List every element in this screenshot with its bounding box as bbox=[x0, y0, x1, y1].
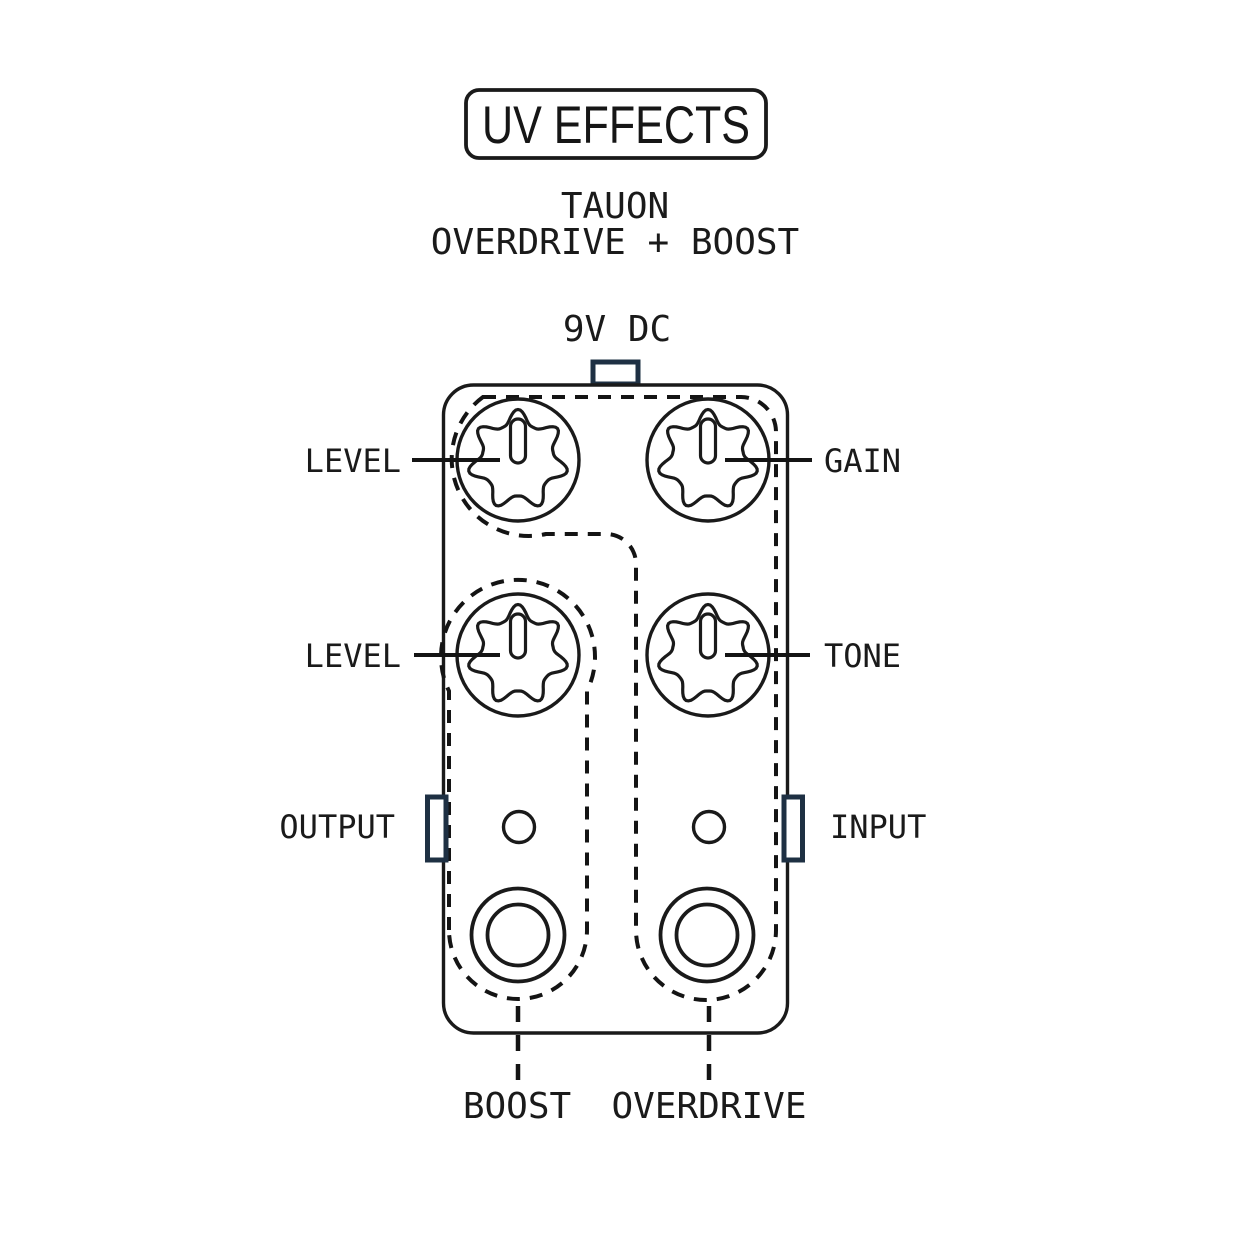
logo-text: UV EFFECTS bbox=[482, 96, 750, 155]
overdrive-footswitch bbox=[658, 886, 756, 984]
footswitch-outer-ring bbox=[658, 886, 756, 984]
boost-level-label: LEVEL bbox=[305, 637, 401, 675]
boost-section-outline bbox=[439, 577, 597, 1001]
overdrive-section-outline bbox=[449, 395, 778, 1002]
footswitch-inner-ring bbox=[674, 902, 740, 968]
product-subtitle: OVERDRIVE + BOOST bbox=[431, 222, 799, 263]
input-jack bbox=[781, 794, 805, 863]
brand-logo: UV EFFECTS bbox=[464, 88, 768, 160]
boost-led bbox=[501, 809, 537, 845]
knob-indicator bbox=[508, 417, 528, 465]
knob-gain bbox=[645, 397, 771, 523]
input-label: INPUT bbox=[830, 808, 926, 846]
overdrive-footswitch-label: OVERDRIVE bbox=[611, 1086, 806, 1127]
output-jack bbox=[425, 794, 449, 863]
footswitch-outer-ring bbox=[469, 886, 567, 984]
power-label: 9V DC bbox=[563, 309, 671, 350]
knob-indicator bbox=[508, 612, 528, 660]
enclosure-outline bbox=[441, 383, 790, 1035]
knob-tone bbox=[645, 592, 771, 718]
boost-footswitch-label: BOOST bbox=[463, 1086, 571, 1127]
logo-frame bbox=[464, 88, 768, 160]
knob-indicator bbox=[698, 417, 718, 465]
overdrive-level-label: LEVEL bbox=[305, 442, 401, 480]
dc-jack bbox=[590, 359, 641, 387]
output-label: OUTPUT bbox=[279, 808, 395, 846]
footswitch-inner-ring bbox=[485, 902, 551, 968]
knob-boost-level bbox=[455, 592, 581, 718]
gain-label: GAIN bbox=[824, 442, 901, 480]
tone-label: TONE bbox=[824, 637, 901, 675]
product-name: TAUON bbox=[561, 186, 669, 227]
knob-indicator bbox=[698, 612, 718, 660]
boost-footswitch bbox=[469, 886, 567, 984]
overdrive-led bbox=[691, 809, 727, 845]
